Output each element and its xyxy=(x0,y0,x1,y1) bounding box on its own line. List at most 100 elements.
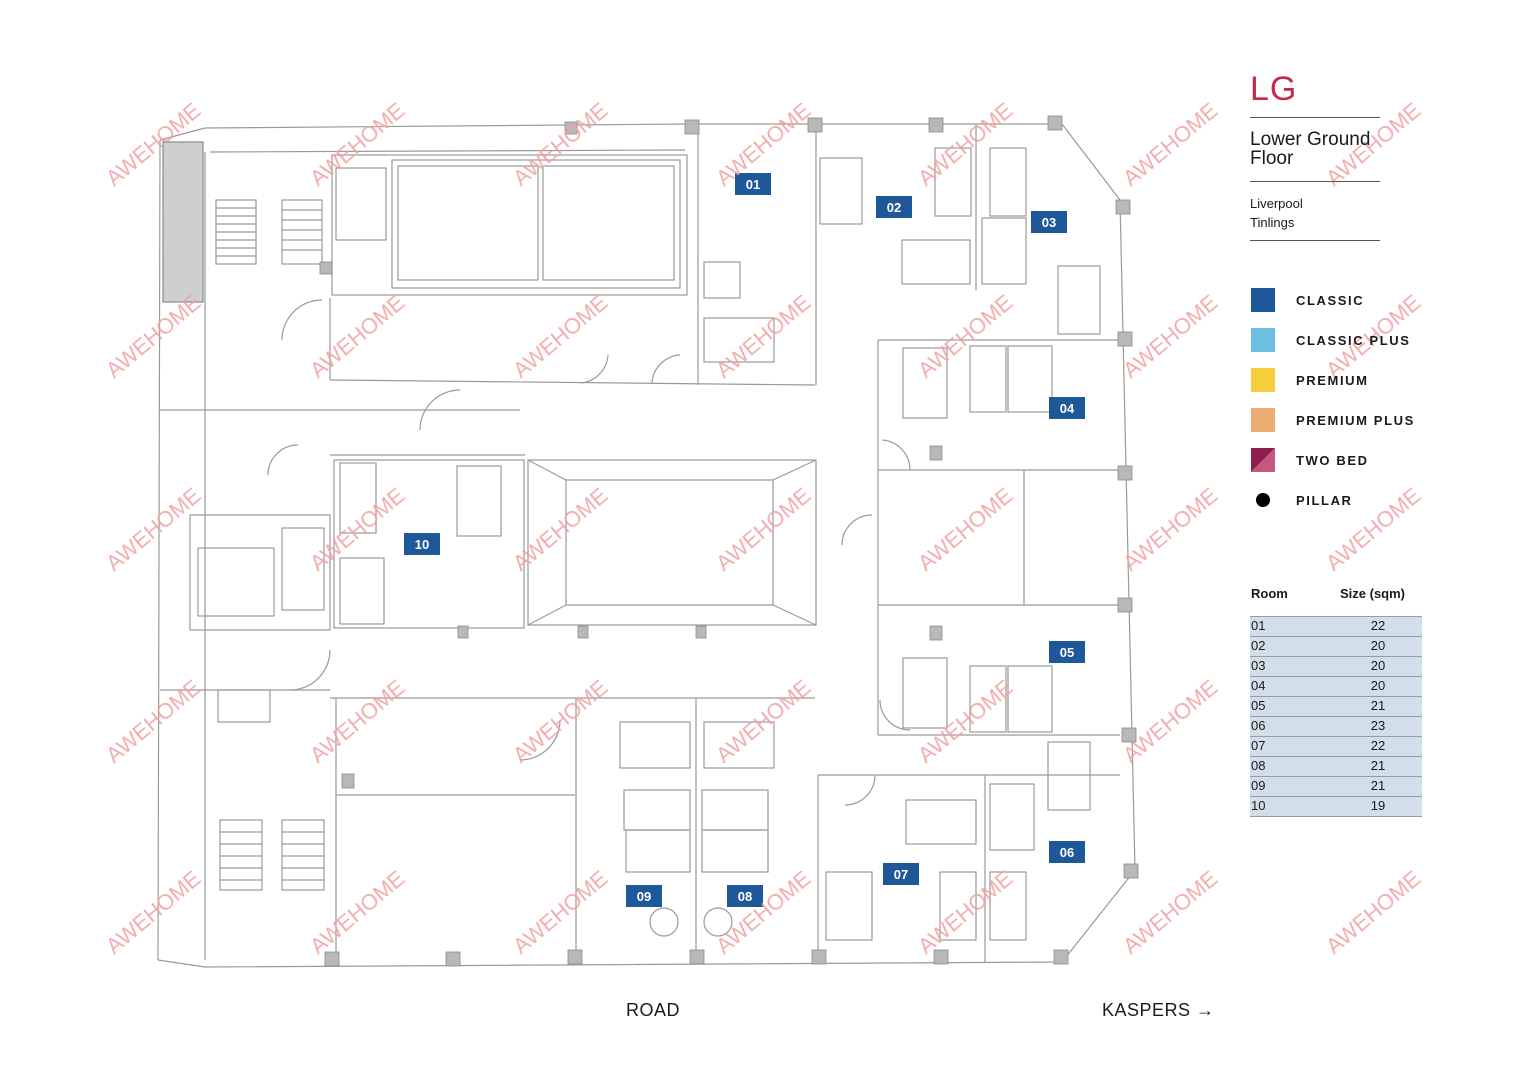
location-line2: Tinlings xyxy=(1250,215,1295,230)
room-label-badge xyxy=(1031,211,1067,233)
legend-swatch xyxy=(1251,328,1275,352)
floor-name: Lower Ground Floor xyxy=(1250,130,1400,168)
watermark-text: AWEHOME xyxy=(508,675,612,768)
table-row: 02 20 xyxy=(1250,636,1422,656)
floor-code: LG xyxy=(1250,70,1298,108)
room-label-text: 02 xyxy=(887,200,901,215)
legend-label: CLASSIC xyxy=(1296,293,1365,308)
room-size-cell: 20 xyxy=(1370,658,1386,673)
watermark-text: AWEHOME xyxy=(508,98,612,191)
watermark-text: AWEHOME xyxy=(913,483,1017,576)
legend-label: CLASSIC PLUS xyxy=(1296,333,1411,348)
watermark-text: AWEHOME xyxy=(305,98,409,191)
watermark-text: AWEHOME xyxy=(711,483,815,576)
watermark-text: AWEHOME xyxy=(1118,290,1222,383)
divider xyxy=(1250,117,1380,118)
room-size-cell: 20 xyxy=(1370,678,1386,693)
room-label-badge xyxy=(1049,841,1085,863)
room-label-text: 10 xyxy=(415,537,429,552)
room-number-cell: 04 xyxy=(1251,678,1266,693)
table-row: 03 20 xyxy=(1250,656,1422,676)
room-label-text: 03 xyxy=(1042,215,1056,230)
room-label: 01 xyxy=(735,173,771,195)
legend-item: TWO BED xyxy=(1250,448,1450,474)
divider xyxy=(1250,181,1380,182)
room-label-text: 05 xyxy=(1060,645,1074,660)
room-number-cell: 03 xyxy=(1251,658,1266,673)
legend-label: PREMIUM xyxy=(1296,373,1369,388)
room-label-badge xyxy=(876,196,912,218)
table-row: 09 21 xyxy=(1250,776,1422,796)
room-label-badge xyxy=(404,533,440,555)
watermark-text: AWEHOME xyxy=(913,290,1017,383)
legend-item: CLASSIC xyxy=(1250,288,1450,314)
table-row: 05 21 xyxy=(1250,696,1422,716)
watermark-text: AWEHOME xyxy=(508,866,612,959)
room-size-cell: 20 xyxy=(1370,638,1386,653)
watermark-text: AWEHOME xyxy=(913,98,1017,191)
room-label-badge xyxy=(735,173,771,195)
watermark-text: AWEHOME xyxy=(711,675,815,768)
table-row: 01 22 xyxy=(1250,616,1422,636)
location: Liverpool Tinlings xyxy=(1250,194,1400,232)
legend-swatch xyxy=(1251,288,1275,312)
room-size-cell: 22 xyxy=(1370,738,1386,753)
watermark-text: AWEHOME xyxy=(1118,675,1222,768)
room-size-cell: 22 xyxy=(1370,618,1386,633)
col-size-header: Size (sqm) xyxy=(1340,586,1406,601)
room-label: 08 xyxy=(727,885,763,907)
col-room-header: Room xyxy=(1251,586,1288,601)
room-label: 04 xyxy=(1049,397,1085,419)
watermark-text: AWEHOME xyxy=(305,483,409,576)
legend-item: PILLAR xyxy=(1250,488,1450,514)
table-row: 04 20 xyxy=(1250,676,1422,696)
legend-swatch xyxy=(1251,448,1275,472)
legend-swatch xyxy=(1251,368,1275,392)
room-label: 03 xyxy=(1031,211,1067,233)
room-label-badge xyxy=(883,863,919,885)
table-header: Room Size (sqm) xyxy=(1250,586,1422,616)
watermark-text: AWEHOME xyxy=(101,675,205,768)
legend-label: PILLAR xyxy=(1296,493,1353,508)
watermark-text: AWEHOME xyxy=(1118,483,1222,576)
divider xyxy=(1250,240,1380,241)
room-label-text: 04 xyxy=(1060,401,1075,416)
room-number-cell: 01 xyxy=(1251,618,1266,633)
pillar-dot-icon xyxy=(1256,493,1270,507)
room-label-text: 07 xyxy=(894,867,908,882)
room-number-cell: 02 xyxy=(1251,638,1266,653)
room-label: 05 xyxy=(1049,641,1085,663)
watermark-text: AWEHOME xyxy=(101,290,205,383)
room-label-text: 09 xyxy=(637,889,651,904)
room-number-cell: 05 xyxy=(1251,698,1266,713)
room-label: 06 xyxy=(1049,841,1085,863)
room-label-text: 01 xyxy=(746,177,760,192)
room-label-badge xyxy=(727,885,763,907)
room-number-cell: 10 xyxy=(1251,798,1266,813)
legend-label: PREMIUM PLUS xyxy=(1296,413,1415,428)
watermark-text: AWEHOME xyxy=(508,290,612,383)
room-size-cell: 23 xyxy=(1370,718,1386,733)
room-size-cell: 21 xyxy=(1370,778,1386,793)
room-size-cell: 21 xyxy=(1370,698,1386,713)
floor-plan-walls xyxy=(157,123,1136,968)
watermark-text: AWEHOME xyxy=(1321,866,1425,959)
legend-item: PREMIUM PLUS xyxy=(1250,408,1450,434)
room-label-text: 06 xyxy=(1060,845,1074,860)
room-label-badge xyxy=(626,885,662,907)
room-labels: 01 02 03 04 05 06 07 08 09 10 xyxy=(404,173,1085,907)
watermark-text: AWEHOME xyxy=(913,675,1017,768)
road-label: ROAD xyxy=(626,1000,681,1020)
legend-label: TWO BED xyxy=(1296,453,1369,468)
room-label: 09 xyxy=(626,885,662,907)
room-number-cell: 09 xyxy=(1251,778,1266,793)
watermark-text: AWEHOME xyxy=(913,866,1017,959)
legend-item: PREMIUM xyxy=(1250,368,1450,394)
room-label: 10 xyxy=(404,533,440,555)
